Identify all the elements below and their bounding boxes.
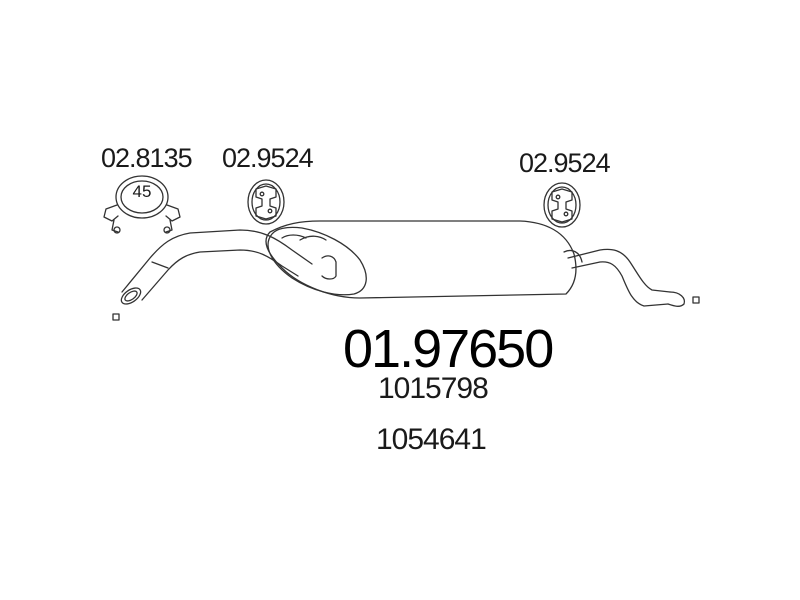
hanger-front-part-number: 02.9524: [222, 143, 314, 173]
clamp-size-label: 45: [132, 182, 152, 201]
clamp-part-number: 02.8135: [101, 143, 193, 173]
hanger-front-icon: [247, 179, 285, 225]
clamp-icon: [103, 175, 181, 234]
main-part-number: 01.97650: [343, 319, 554, 379]
hanger-rear-icon: [543, 182, 581, 228]
muffler-body: [265, 220, 583, 299]
hanger-rear-part-number: 02.9524: [519, 148, 611, 178]
oe-number-2: 1054641: [376, 423, 487, 456]
tail-pipe: [567, 248, 686, 307]
oe-number-1: 1015798: [378, 372, 489, 405]
inlet-connection-marker: [112, 313, 120, 321]
outlet-connection-marker: [692, 296, 700, 304]
